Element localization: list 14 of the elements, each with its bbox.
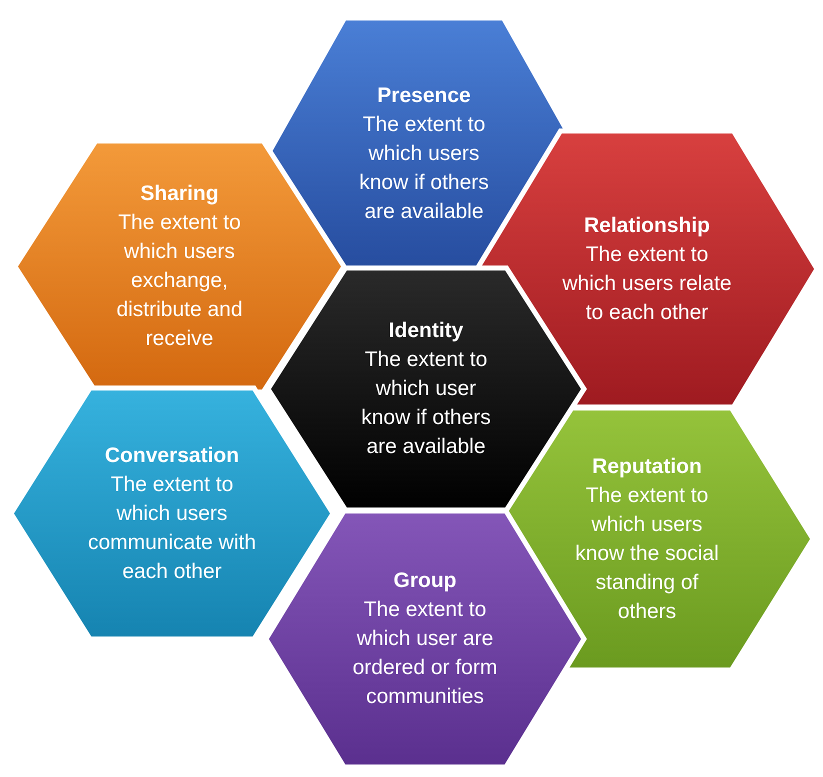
hexagon-title: Conversation <box>104 442 240 468</box>
hexagon-title: Presence <box>377 83 471 109</box>
hexagon-title: Sharing <box>140 181 219 207</box>
hexagon-description: The extent to which user are ordered or form communities <box>352 597 498 710</box>
hexagon-title: Group <box>394 568 456 594</box>
hexagon-description: The extent to which user know if others are available <box>360 347 492 460</box>
hexagon-description: The extent to which users exchange, distribute and receive <box>115 210 244 352</box>
hexagon-title: Identity <box>388 318 464 344</box>
hexagon-description: The extent to which users relate to each other <box>561 242 733 326</box>
hexagon-title: Relationship <box>584 212 710 238</box>
hexagon-description: The extent to which users know if others are available <box>358 112 490 225</box>
hexagon-description: The extent to which users know the social standing of others <box>574 482 720 624</box>
hexagon-description: The extent to which users communicate with each other <box>86 472 258 584</box>
hexagon-title: Reputation <box>592 454 702 480</box>
